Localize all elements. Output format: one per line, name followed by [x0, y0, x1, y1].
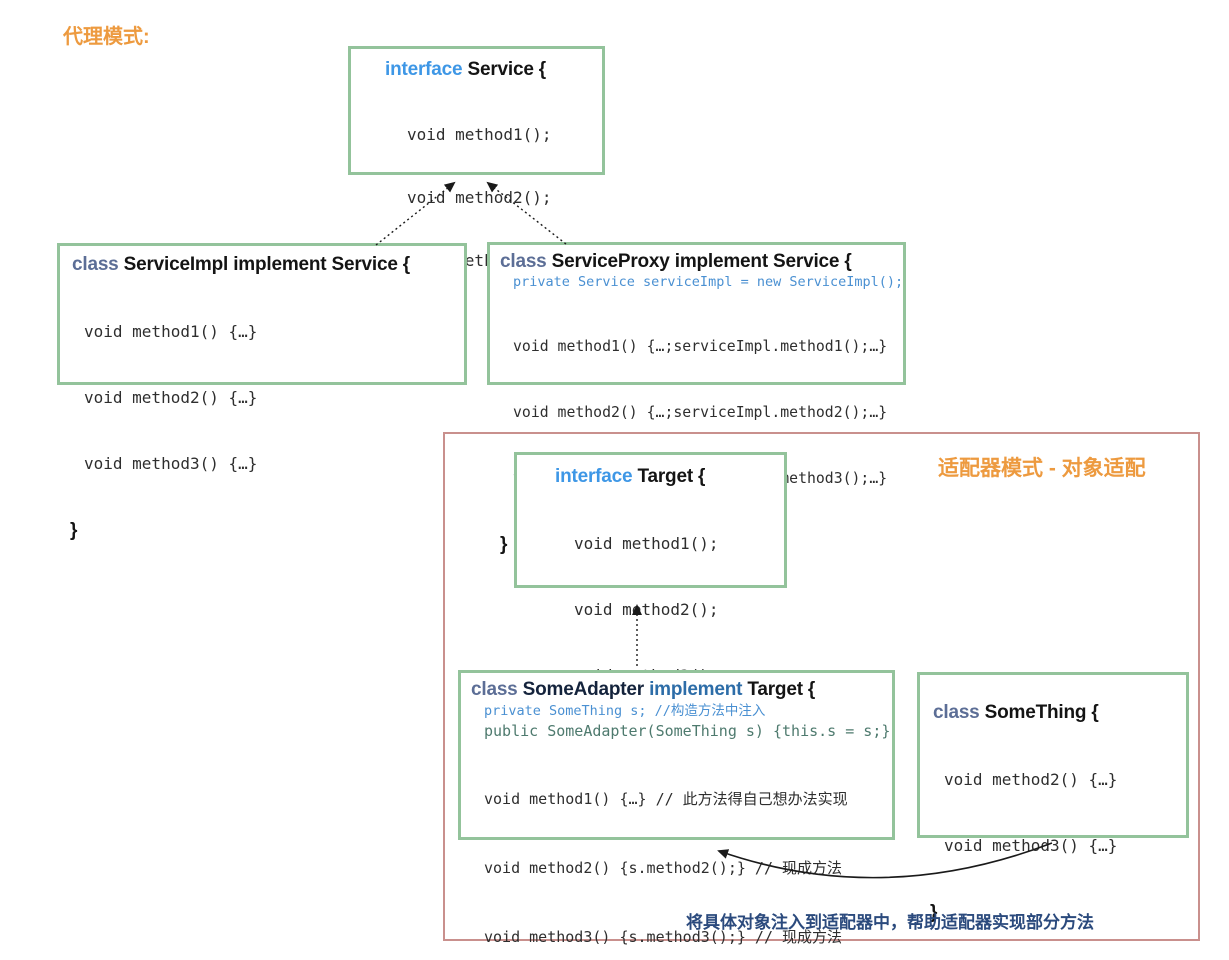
code-line: void method2() {…} — [944, 770, 1118, 789]
code-line: void method3() {…} — [84, 454, 258, 473]
code-line: void method1() {…} // 此方法得自己想办法实现 — [484, 790, 848, 808]
code-line: void method2(); — [407, 188, 552, 207]
service-interface-header: interface Service { — [351, 49, 602, 81]
class-keyword: class — [72, 254, 119, 275]
code-line: void method1() {…} — [84, 322, 258, 341]
someadapter-name: SomeAdapter — [522, 679, 645, 700]
code-line: void method2() {…;serviceImpl.method2();… — [513, 404, 888, 421]
code-line: void method2() {s.method2();} // 现成方法 — [484, 859, 843, 877]
something-title: SomeThing { — [984, 702, 1099, 723]
adapter-note: 将具体对象注入到适配器中，帮助适配器实现部分方法 — [686, 913, 1094, 932]
class-keyword: class — [500, 251, 547, 272]
service-interface-box: interface Service { void method1(); void… — [348, 46, 605, 335]
code-line: void method2(); — [574, 600, 719, 619]
code-line: void method2() {…} — [84, 388, 258, 407]
something-code: void method2() {…} void method3() {…} — [920, 724, 1186, 901]
someadapter-field-line: private SomeThing s; //构造方法中注入 — [484, 703, 766, 719]
code-line: void method1(); — [574, 534, 719, 553]
serviceimpl-class-box: class ServiceImpl implement Service { vo… — [57, 243, 467, 541]
serviceproxy-title: ServiceProxy implement Service { — [551, 251, 852, 272]
someadapter-class-box: class SomeAdapter implement Target { pri… — [458, 670, 895, 946]
something-class-box: class SomeThing { void method2() {…} voi… — [917, 672, 1189, 923]
service-interface-title: Service { — [467, 59, 547, 80]
target-interface-header: interface Target { — [517, 455, 784, 488]
someadapter-code: void method1() {…} // 此方法得自己想办法实现 void m… — [461, 742, 892, 960]
someadapter-ctor-line: public SomeAdapter(SomeThing s) {this.s … — [484, 722, 891, 740]
serviceimpl-code: void method1() {…} void method2() {…} vo… — [60, 276, 464, 519]
serviceproxy-field-line: private Service serviceImpl = new Servic… — [513, 274, 904, 290]
something-header: class SomeThing { — [920, 675, 1186, 724]
closing-brace: } — [930, 902, 938, 923]
code-line: void method1(); — [407, 125, 552, 144]
class-keyword: class — [471, 679, 518, 700]
code-line: void method3() {s.method3();} // 现成方法 — [484, 928, 843, 946]
serviceimpl-title: ServiceImpl implement Service { — [123, 254, 411, 275]
closing-brace: } — [500, 534, 508, 555]
adapter-section-title: 适配器模式 - 对象适配 — [938, 457, 1146, 480]
someadapter-header: class SomeAdapter implement Target { — [461, 673, 892, 701]
implement-keyword: implement — [649, 679, 743, 700]
class-keyword: class — [933, 702, 980, 723]
proxy-section-label: 代理模式: — [63, 26, 150, 48]
serviceproxy-class-box: class ServiceProxy implement Service { p… — [487, 242, 906, 555]
target-interface-box: interface Target { void method1(); void … — [514, 452, 787, 753]
code-line: void method1() {…;serviceImpl.method1();… — [513, 338, 888, 355]
interface-keyword: interface — [385, 59, 463, 80]
someadapter-title-rest: Target { — [747, 679, 816, 700]
serviceproxy-code: void method1() {…;serviceImpl.method1();… — [490, 292, 903, 534]
interface-keyword: interface — [555, 466, 633, 487]
serviceimpl-header: class ServiceImpl implement Service { — [60, 246, 464, 276]
closing-brace: } — [70, 520, 78, 541]
target-interface-title: Target { — [637, 466, 706, 487]
code-line: void method3() {…} — [944, 836, 1118, 855]
serviceproxy-header: class ServiceProxy implement Service { — [490, 245, 903, 273]
